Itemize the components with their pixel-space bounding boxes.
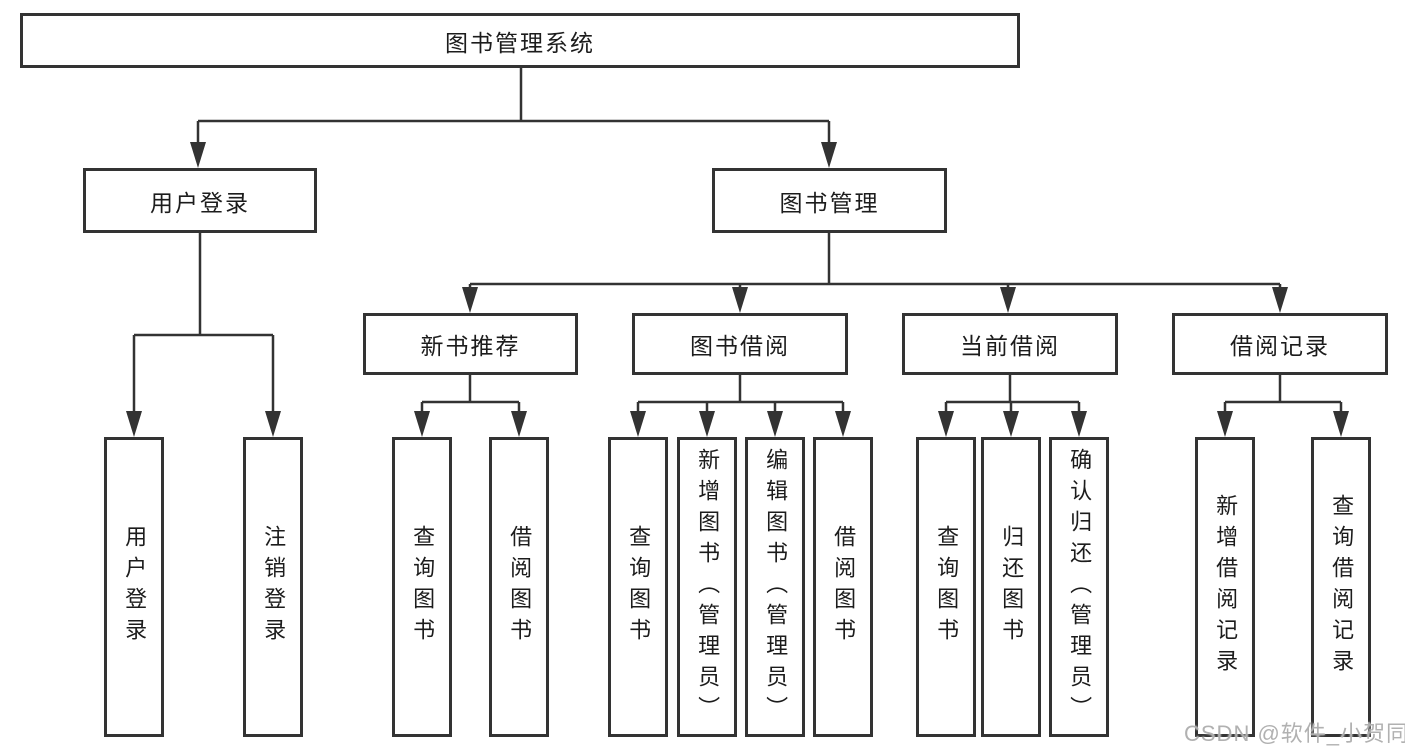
csdn-watermark: CSDN @软件_小贺同学	[1184, 721, 1405, 746]
node-book-management: 图书管理	[712, 168, 947, 233]
leaf-edit-book-admin: 编辑图书（管理员）	[745, 437, 805, 737]
leaf-confirm-return-admin: 确认归还（管理员）	[1049, 437, 1109, 737]
leaf-logout: 注销登录	[243, 437, 303, 737]
leaf-borrow-books-recommendation: 借阅图书	[489, 437, 549, 737]
node-label: 查询图书	[934, 525, 960, 649]
node-label: 当前借阅	[960, 333, 1060, 359]
node-current-borrowing: 当前借阅	[902, 313, 1118, 375]
node-borrowing-records: 借阅记录	[1172, 313, 1388, 375]
node-label: 借阅图书	[831, 525, 857, 649]
node-new-book-recommendation: 新书推荐	[363, 313, 578, 375]
leaf-borrow-books-borrowing: 借阅图书	[813, 437, 873, 737]
node-user-login: 用户登录	[83, 168, 317, 233]
node-label: 新书推荐	[420, 333, 521, 359]
node-label: 借阅记录	[1230, 333, 1330, 359]
node-label: 注销登录	[261, 525, 287, 649]
node-library-management-system: 图书管理系统	[20, 13, 1020, 68]
node-label: 用户登录	[150, 189, 250, 216]
leaf-query-books-current: 查询图书	[916, 437, 976, 737]
leaf-query-books-recommendation: 查询图书	[392, 437, 452, 737]
node-label: 图书管理	[779, 189, 880, 216]
leaf-add-borrow-record: 新增借阅记录	[1195, 437, 1255, 737]
node-label: 归还图书	[999, 525, 1025, 649]
arrowheads	[126, 142, 1349, 437]
leaf-return-books: 归还图书	[981, 437, 1041, 737]
node-label: 用户登录	[122, 525, 148, 649]
node-label: 确认归还（管理员）	[1067, 447, 1093, 727]
node-label: 新增借阅记录	[1213, 494, 1239, 680]
node-book-borrowing: 图书借阅	[632, 313, 848, 375]
leaf-user-login: 用户登录	[104, 437, 164, 737]
node-label: 图书借阅	[690, 333, 790, 359]
leaf-add-book-admin: 新增图书（管理员）	[677, 437, 737, 737]
node-label: 编辑图书（管理员）	[763, 447, 789, 727]
node-label: 查询借阅记录	[1329, 494, 1355, 680]
leaf-query-books-borrowing: 查询图书	[608, 437, 668, 737]
node-label: 查询图书	[410, 525, 436, 649]
node-label: 查询图书	[626, 525, 652, 649]
node-label: 借阅图书	[507, 525, 533, 649]
node-label: 新增图书（管理员）	[695, 447, 721, 727]
leaf-query-borrow-record: 查询借阅记录	[1311, 437, 1371, 737]
node-label: 图书管理系统	[445, 29, 595, 56]
